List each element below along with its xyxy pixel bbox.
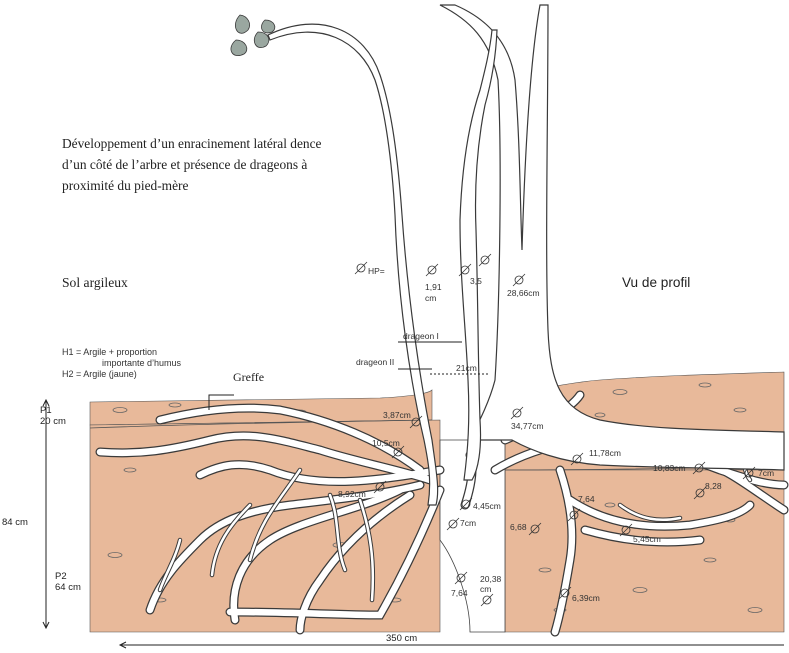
drageon-2-label: drageon II bbox=[356, 357, 394, 367]
root-label-16: 6,39cm bbox=[572, 593, 600, 603]
root-label-14-unit: cm bbox=[480, 584, 491, 594]
diagram-description: Développement d’un enracinement latéral … bbox=[62, 133, 337, 196]
root-label-13: 5,45cm bbox=[633, 534, 661, 544]
root-label-5: 10,83cm bbox=[653, 463, 686, 473]
view-label: Vu de profil bbox=[622, 275, 690, 290]
root-label-8: 8,92cm bbox=[338, 489, 366, 499]
root-label-3: 10,5cm bbox=[372, 438, 400, 448]
legend-h1-line2: importante d’humus bbox=[62, 358, 181, 369]
p1-name: P1 bbox=[40, 405, 52, 416]
p2-depth: 64 cm bbox=[55, 582, 81, 593]
p1-depth: 20 cm bbox=[40, 416, 66, 427]
greffe-label: Greffe bbox=[233, 370, 264, 385]
soil-horizon-h2-right bbox=[505, 470, 784, 632]
diameter-label-1-unit: cm bbox=[425, 293, 436, 303]
root-label-2: 34,77cm bbox=[511, 421, 544, 431]
legend-h2: H2 = Argile (jaune) bbox=[62, 369, 181, 380]
soil-type-label: Sol argileux bbox=[62, 275, 128, 291]
root-label-7: 8,28 bbox=[705, 481, 722, 491]
root-label-1: 3,87cm bbox=[383, 410, 411, 420]
root-label-9: 4,45cm bbox=[473, 501, 501, 511]
root-label-15: 7,64 bbox=[451, 588, 468, 598]
root-label-12: 6,68 bbox=[510, 522, 527, 532]
root-label-6: 7cm bbox=[758, 468, 774, 478]
drageon-1-label: drageon I bbox=[403, 331, 439, 341]
root-label-14: 20,38 bbox=[480, 574, 502, 584]
legend-h1-line1: H1 = Argile + proportion bbox=[62, 347, 181, 358]
diameter-label-3: 28,66cm bbox=[507, 288, 540, 298]
root-label-4: 11,78cm bbox=[589, 448, 621, 458]
horizon-legend: H1 = Argile + proportion importante d’hu… bbox=[62, 347, 181, 380]
diameter-label-1: 1,91 bbox=[425, 282, 442, 292]
p2-name: P2 bbox=[55, 571, 67, 582]
width-label: 350 cm bbox=[386, 633, 417, 644]
root-label-11: 7cm bbox=[460, 518, 476, 528]
total-depth: 84 cm bbox=[2, 517, 28, 528]
hp-label: HP= bbox=[368, 266, 385, 276]
gap-label: 21cm bbox=[456, 363, 477, 373]
diameter-label-2: 3,5 bbox=[470, 276, 482, 286]
root-label-10: 7,64 bbox=[578, 494, 595, 504]
